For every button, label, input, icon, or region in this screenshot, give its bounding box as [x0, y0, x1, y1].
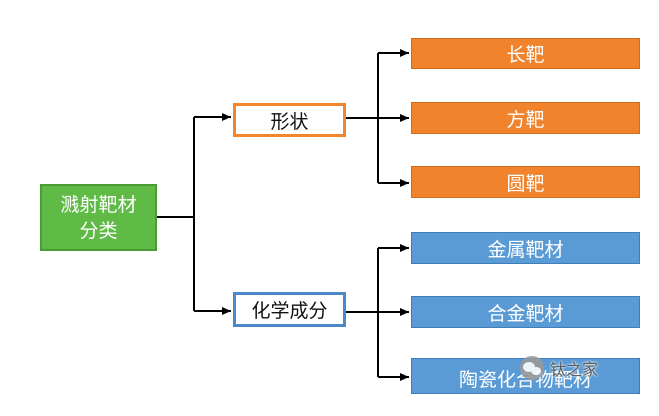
leaf-square-target-label: 方靶 [506, 108, 545, 131]
category-chemical-label: 化学成分 [251, 300, 328, 322]
leaf-round-target: 圆靶 [411, 166, 640, 198]
leaf-alloy-target-label: 合金靶材 [487, 302, 564, 325]
leaf-alloy-target: 合金靶材 [411, 296, 640, 328]
category-chemical-node: 化学成分 [233, 292, 346, 327]
leaf-round-target-label: 圆靶 [506, 172, 545, 195]
root-label-line1: 溅射靶材 [60, 193, 137, 216]
watermark: 钛之家 [520, 356, 598, 380]
leaf-metal-target: 金属靶材 [411, 232, 640, 264]
wechat-icon [520, 356, 544, 380]
category-shape-label: 形状 [270, 110, 309, 133]
leaf-ceramic-target-label: 陶瓷化合物靶材 [458, 368, 592, 391]
category-shape-node: 形状 [233, 103, 346, 137]
leaf-long-target-label: 长靶 [506, 44, 545, 66]
leaf-metal-target-label: 金属靶材 [487, 238, 564, 261]
leaf-square-target: 方靶 [411, 102, 640, 134]
root-node: 溅射靶材 分类 [40, 184, 157, 251]
watermark-text: 钛之家 [550, 360, 599, 379]
root-label-line2: 分类 [79, 219, 118, 242]
leaf-long-target: 长靶 [411, 38, 640, 69]
